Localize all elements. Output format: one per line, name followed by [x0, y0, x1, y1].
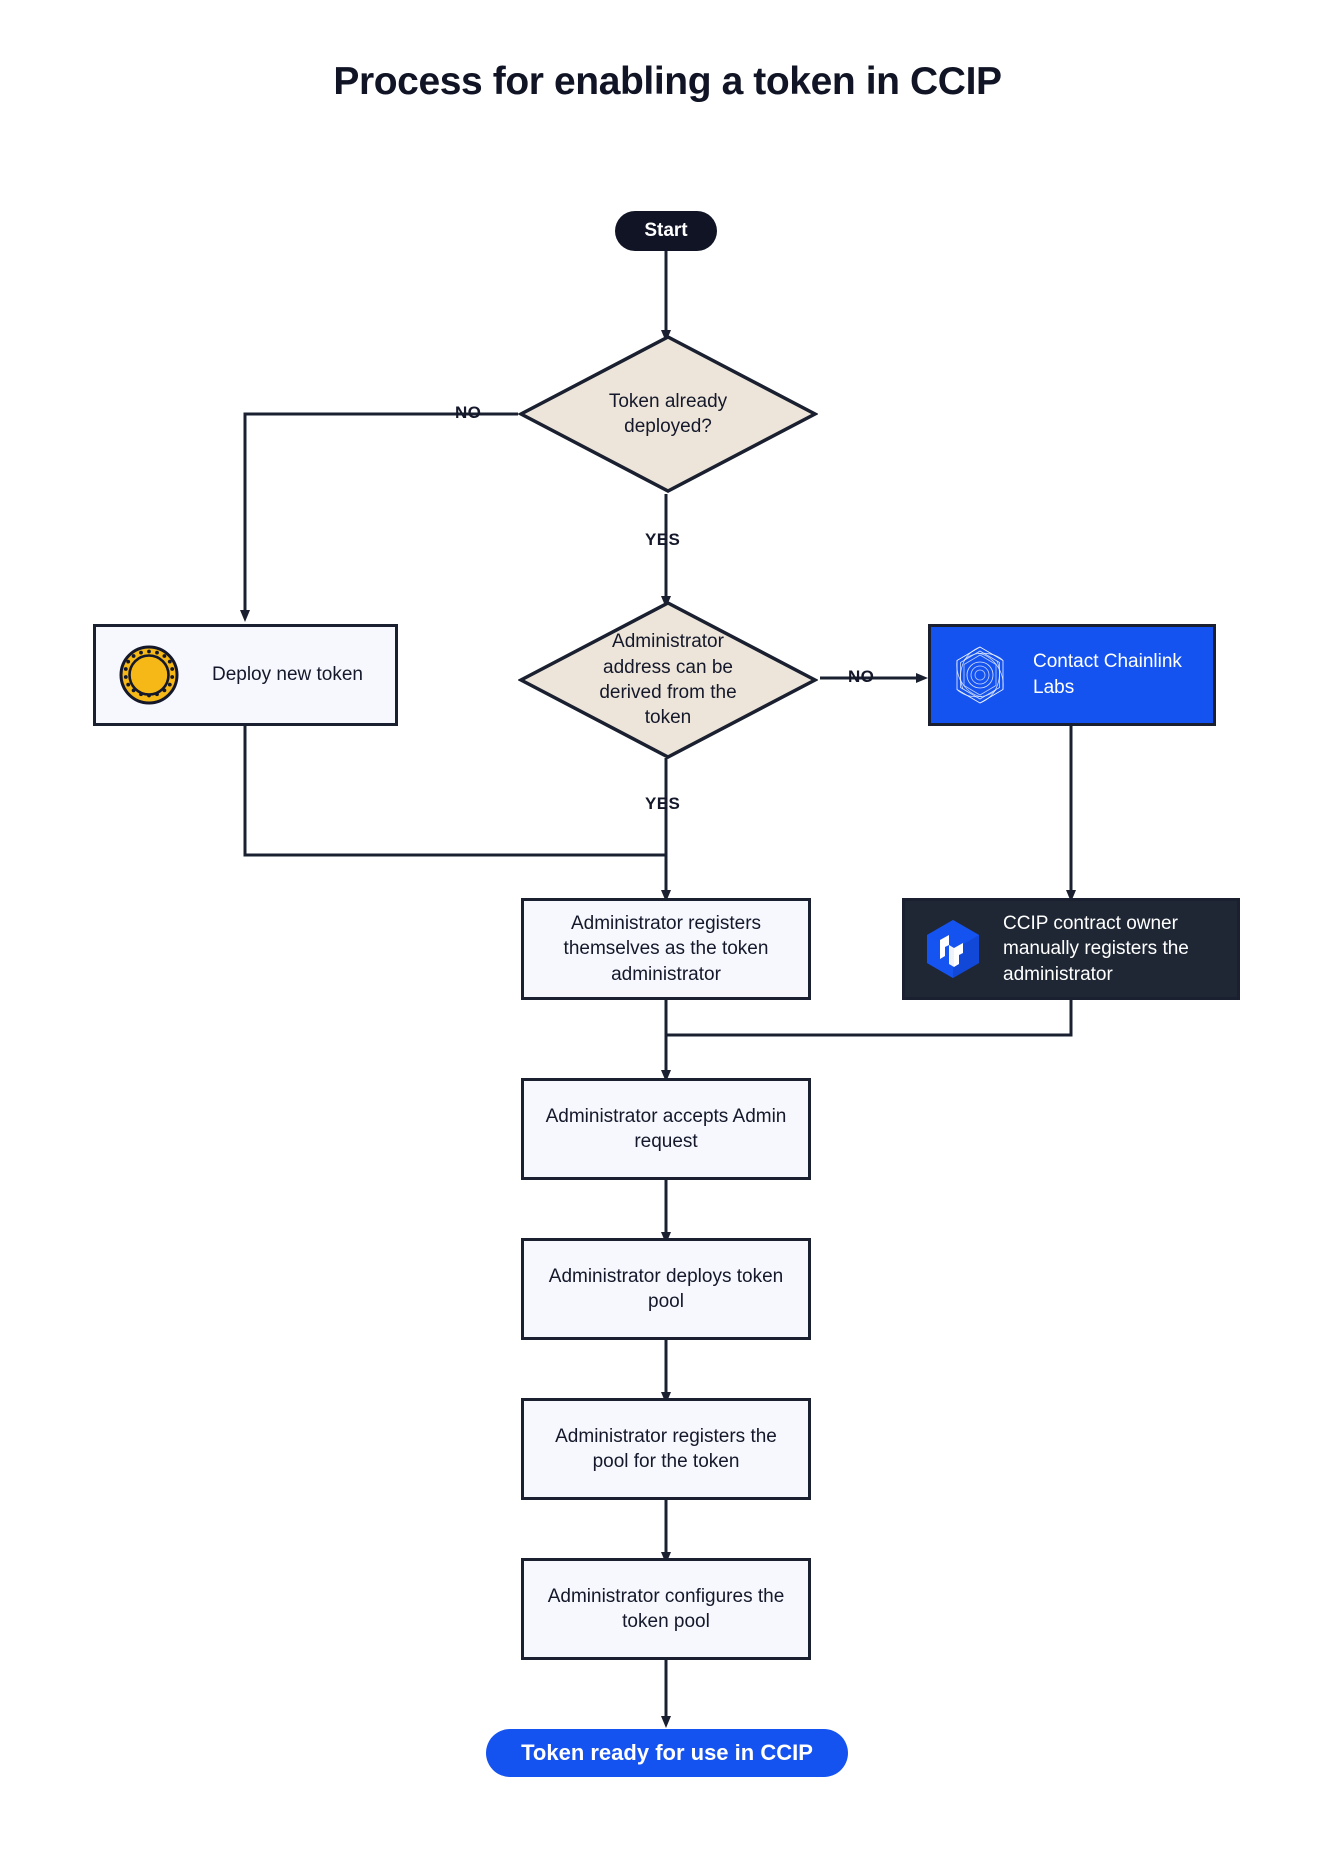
diamond-shape [518, 601, 818, 759]
node-decision-admin-derived[interactable]: Administrator address can be derived fro… [518, 600, 818, 760]
edge-label-deployed-yes: YES [645, 530, 681, 549]
node-admin-configures-pool[interactable]: Administrator configures the token pool [521, 1558, 811, 1660]
node-admin-registers-self[interactable]: Administrator registers themselves as th… [521, 898, 811, 1000]
diamond-shape [518, 335, 818, 493]
page-title: Process for enabling a token in CCIP [333, 60, 1002, 103]
node-admin-accepts-request-label: Administrator accepts Admin request [545, 1105, 787, 1152]
edge-ccip-owner-merge [666, 1000, 1073, 1037]
node-start[interactable]: Start [615, 211, 717, 251]
node-admin-configures-pool-label: Administrator configures the token pool [547, 1585, 785, 1632]
node-ccip-contract-owner[interactable]: CCIP contract owner manually registers t… [902, 898, 1240, 1000]
edge-label-derived-no: NO [848, 667, 875, 686]
node-admin-deploys-pool-label: Administrator deploys token pool [548, 1265, 784, 1312]
node-deploy-new-token[interactable]: Deploy new token [93, 624, 398, 726]
gold-coin-icon [119, 645, 179, 705]
edge-deployed-no [240, 412, 518, 622]
node-decision-token-deployed[interactable]: Token already deployed? [518, 334, 818, 494]
node-admin-registers-self-label: Administrator registers themselves as th… [563, 913, 769, 985]
node-admin-registers-pool[interactable]: Administrator registers the pool for the… [521, 1398, 811, 1500]
node-ccip-contract-owner-label: CCIP contract owner manually registers t… [1003, 912, 1189, 985]
node-token-ready[interactable]: Token ready for use in CCIP [486, 1729, 848, 1777]
node-deploy-new-token-label: Deploy new token [211, 664, 364, 686]
ccip-hexagon-icon [927, 920, 979, 978]
node-decision-admin-derived-label: Administrator address can be derived fro… [599, 631, 737, 729]
node-start-label: Start [644, 220, 688, 241]
node-admin-deploys-pool[interactable]: Administrator deploys token pool [521, 1238, 811, 1340]
node-admin-registers-pool-label: Administrator registers the pool for the… [555, 1425, 777, 1472]
node-admin-accepts-request[interactable]: Administrator accepts Admin request [521, 1078, 811, 1180]
chainlink-spiral-icon [956, 646, 1004, 704]
node-contact-chainlink-labs-label: Contact Chainlink Labs [1033, 651, 1182, 698]
edge-label-deployed-no: NO [455, 403, 482, 422]
edge-label-derived-yes: YES [645, 794, 681, 813]
node-token-ready-label: Token ready for use in CCIP [521, 1740, 813, 1765]
node-decision-token-deployed-label: Token already deployed? [608, 390, 728, 437]
node-contact-chainlink-labs[interactable]: Contact Chainlink Labs [928, 624, 1216, 726]
